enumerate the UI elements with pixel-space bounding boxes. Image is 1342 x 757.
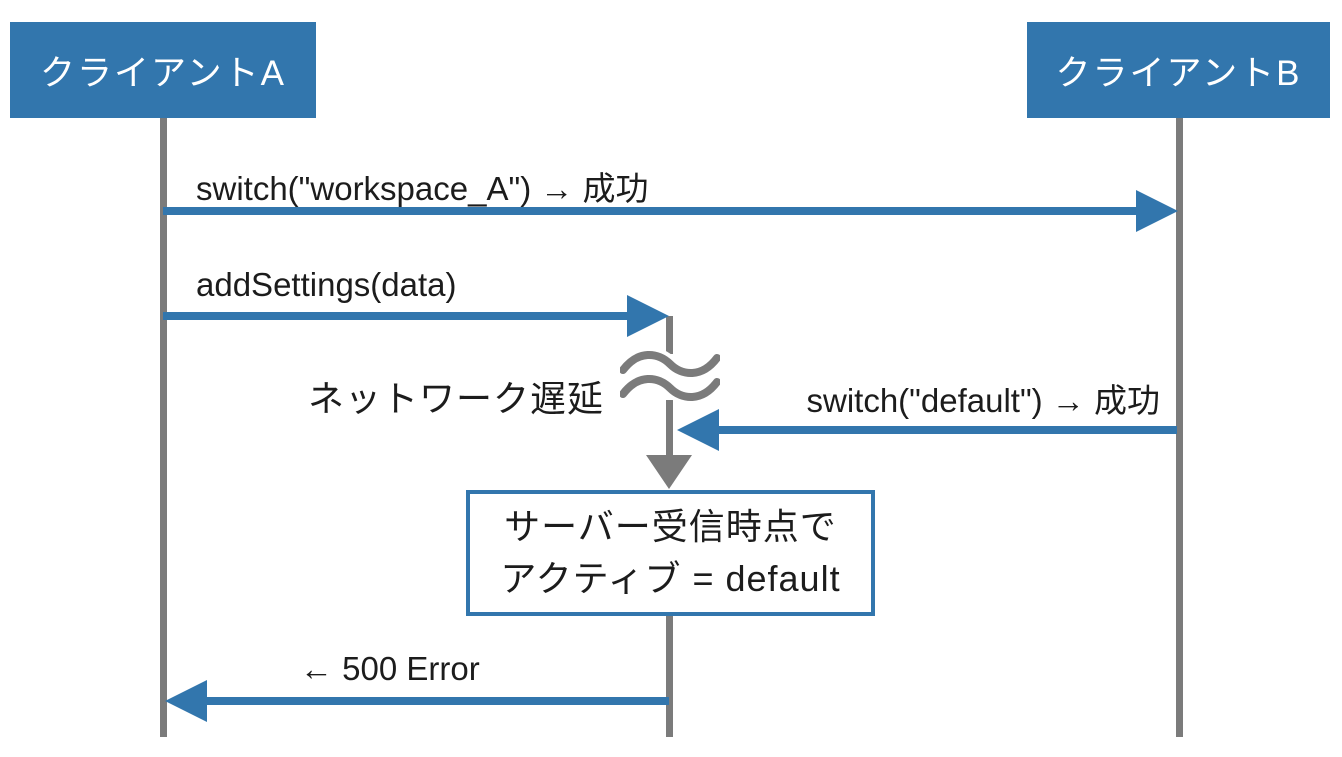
message-arrow-500-error: [207, 697, 669, 705]
lifeline-client-a: [160, 118, 167, 737]
arrowhead-left-icon: [677, 409, 719, 451]
actor-box-client-a: クライアントA: [10, 22, 316, 118]
message-arrow-switch-default: [719, 426, 1177, 434]
message-label-switch-workspace-a: switch("workspace_A") → 成功: [196, 170, 649, 207]
message-label-500-error: ← 500 Error: [300, 650, 480, 687]
actor-box-client-b: クライアントB: [1027, 22, 1330, 118]
message-label-add-settings: addSettings(data): [196, 266, 457, 303]
message-arrow-add-settings: [163, 312, 627, 320]
network-delay-label: ネットワーク遅延: [308, 378, 605, 419]
server-lifeline-upper: [666, 316, 673, 354]
server-lifeline-middle: [666, 400, 673, 457]
actor-label-client-b: クライアントB: [1055, 53, 1302, 93]
actor-label-client-a: クライアントA: [40, 53, 286, 93]
arrowhead-right-icon: [627, 295, 669, 337]
server-lifeline-lower: [666, 614, 673, 737]
lifeline-client-b: [1176, 118, 1183, 737]
network-delay-waves-icon: [620, 348, 720, 404]
note-line-2: アクティブ = default: [500, 558, 841, 599]
message-label-switch-default: switch("default") → 成功: [806, 382, 1160, 419]
arrowhead-right-icon: [1136, 190, 1178, 232]
arrowhead-down-icon: [646, 455, 692, 489]
note-line-1: サーバー受信時点で: [504, 506, 837, 547]
message-arrow-switch-workspace-a: [163, 207, 1136, 215]
arrowhead-left-icon: [165, 680, 207, 722]
note-box-server-state: サーバー受信時点で アクティブ = default: [466, 490, 875, 616]
